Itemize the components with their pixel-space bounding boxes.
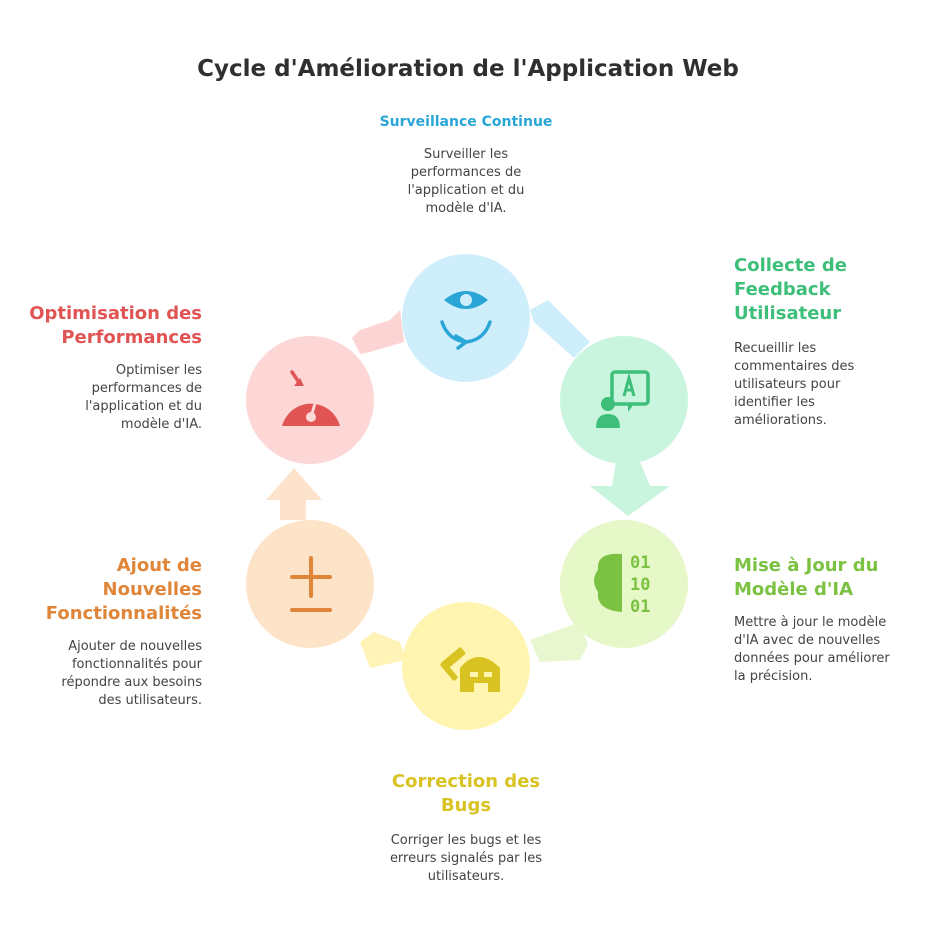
step-title-line: Collecte de <box>734 255 847 276</box>
step-title-line: Fonctionnalités <box>45 603 202 624</box>
step-desc-line: améliorations. <box>734 413 827 428</box>
bug-hammer-icon <box>440 647 500 692</box>
arrow-fonctionnalites-to-optimisation <box>266 468 322 520</box>
circle-feedback <box>560 336 688 464</box>
step-title-line: Ajout de <box>116 555 202 576</box>
step-title-line: Utilisateur <box>734 303 842 324</box>
step-title-line: Feedback <box>734 279 831 300</box>
step-desc-line: modèle d'IA. <box>120 417 202 432</box>
step-desc-line: l'application et du <box>85 399 202 414</box>
step-title-line: Mise à Jour du <box>734 555 879 576</box>
step-title-modele: Mise à Jour du Modèle d'IA <box>734 554 939 602</box>
step-desc-line: performances de <box>410 165 522 180</box>
step-desc-line: erreurs signalés par les <box>389 851 543 866</box>
step-desc-line: utilisateurs. <box>427 869 505 884</box>
arrow-modele-to-bugs <box>530 622 588 662</box>
step-desc-surveillance: Surveiller les performances de l'applicati… <box>366 146 566 218</box>
step-desc-line: commentaires des <box>734 359 855 374</box>
binary-row: 01 <box>630 553 650 573</box>
step-title-surveillance: Surveillance Continue <box>346 110 586 134</box>
step-desc-line: la précision. <box>734 669 813 684</box>
step-desc-line: des utilisateurs. <box>98 693 202 708</box>
step-title-line: Surveillance Continue <box>379 114 553 130</box>
arrow-feedback-to-modele <box>590 462 670 516</box>
step-desc-line: identifier les <box>734 395 815 410</box>
plus-minus-icon <box>290 556 332 612</box>
brain-half-icon <box>594 553 622 612</box>
circle-modele <box>560 520 688 648</box>
step-desc-line: utilisateurs pour <box>734 377 841 392</box>
arrow-surveillance-to-feedback <box>530 300 590 358</box>
step-desc-line: données pour améliorer <box>734 651 890 666</box>
step-title-line: Correction des <box>391 771 541 792</box>
cycle-arrows <box>266 300 670 668</box>
step-desc-line: fonctionnalités pour <box>71 657 202 672</box>
step-title-line: Performances <box>61 327 202 348</box>
step-desc-fonctionnalites: Ajouter de nouvelles fonctionnalités pour… <box>12 638 202 710</box>
arrow-bugs-to-fonctionnalites <box>360 632 406 668</box>
step-title-line: Optimisation des <box>29 303 202 324</box>
step-desc-bugs: Corriger les bugs et les erreurs signalés… <box>346 832 586 886</box>
step-desc-line: Optimiser les <box>115 363 202 378</box>
step-desc-line: modèle d'IA. <box>425 201 507 216</box>
binary-brain-icon: 01 10 01 <box>594 553 650 617</box>
step-title-line: Nouvelles <box>102 579 202 600</box>
step-desc-line: Recueillir les <box>734 341 817 356</box>
step-desc-line: performances de <box>91 381 202 396</box>
binary-row: 10 <box>630 575 650 595</box>
step-desc-line: d'IA avec de nouvelles <box>734 633 881 648</box>
binary-row: 01 <box>630 597 650 617</box>
step-title-line: Modèle d'IA <box>734 579 854 600</box>
circle-optimisation <box>246 336 374 464</box>
step-desc-line: Surveiller les <box>423 147 509 162</box>
step-desc-line: répondre aux besoins <box>61 675 202 690</box>
arrow-optimisation-to-surveillance <box>352 310 404 354</box>
step-desc-line: Ajouter de nouvelles <box>68 639 202 654</box>
step-desc-feedback: Recueillir les commentaires des utilisateu… <box>734 340 934 430</box>
step-desc-line: Corriger les bugs et les <box>390 833 542 848</box>
step-desc-modele: Mettre à jour le modèle d'IA avec de nouv… <box>734 614 939 686</box>
speedometer-icon <box>282 370 340 426</box>
eye-cycle-icon <box>440 291 492 350</box>
step-desc-line: Mettre à jour le modèle <box>734 615 887 630</box>
step-desc-optimisation: Optimiser les performances de l'applicatio… <box>12 362 202 434</box>
diagram-title: Cycle d'Amélioration de l'Application We… <box>197 56 739 82</box>
step-title-line: Bugs <box>440 795 492 816</box>
circle-surveillance <box>402 254 530 382</box>
step-desc-line: l'application et du <box>407 183 525 198</box>
feedback-speech-icon <box>596 370 650 428</box>
